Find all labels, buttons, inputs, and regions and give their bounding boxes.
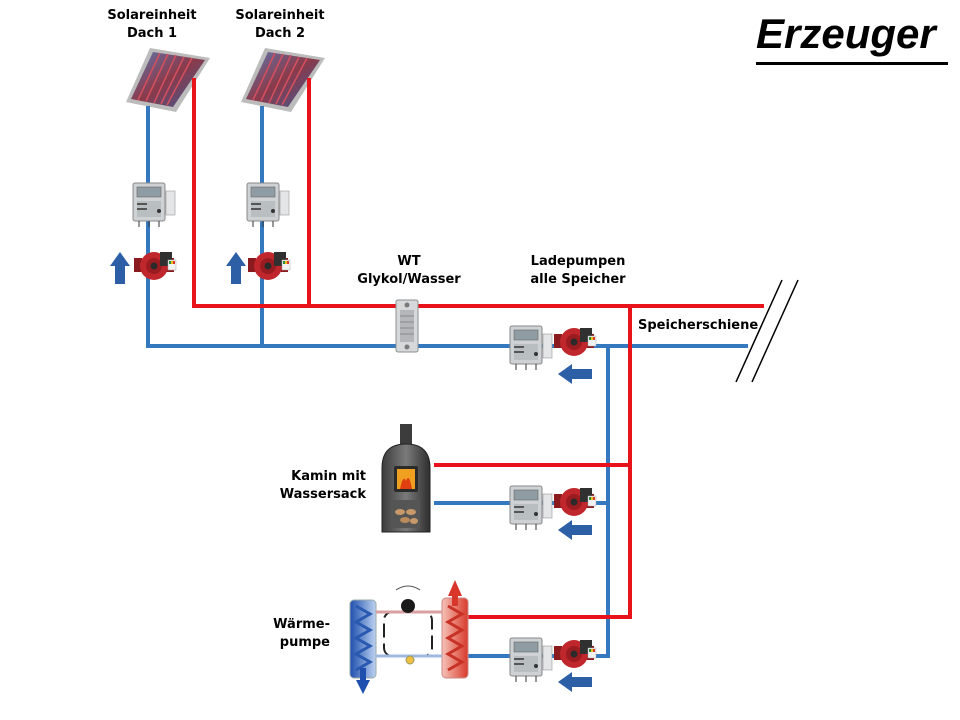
solar-collector-1: [126, 48, 210, 112]
heat-pump-icon: [349, 580, 469, 694]
flow-arrow-icon: [110, 252, 130, 284]
stove-label-line1: Kamin mit: [291, 469, 366, 484]
stove-label: Kamin mit Wassersack: [262, 468, 366, 504]
heat-exchanger-label-line1: WT: [397, 254, 421, 269]
solar-unit-2-label-line2: Dach 2: [254, 26, 306, 41]
solar-unit-2-label-line1: Solareinheit: [235, 8, 325, 23]
heat-pump-label-line2: pumpe: [279, 635, 330, 650]
solar-unit-1-label: Solareinheit Dach 1: [106, 7, 198, 43]
charging-controller-rail: [509, 325, 553, 371]
solar-collector-2: [241, 48, 325, 112]
charging-controller-stove: [509, 485, 553, 531]
solar-unit-2-label: Solareinheit Dach 2: [234, 7, 326, 43]
solar-pump-2: [247, 251, 291, 281]
solar-unit-1-label-line2: Dach 1: [126, 26, 178, 41]
charging-pump-heatpump: [553, 639, 597, 669]
solar-controller-2: [246, 182, 290, 228]
heat-pump-label-line1: Wärme-: [273, 617, 330, 632]
charging-pump-stove: [553, 487, 597, 517]
heat-exchanger-label-line2: Glykol/Wasser: [357, 272, 461, 287]
charging-pumps-label: Ladepumpen alle Speicher: [522, 253, 634, 289]
title-underline: [756, 62, 948, 65]
hot-pipe-network: [192, 78, 764, 619]
heat-exchanger-label: WT Glykol/Wasser: [354, 253, 464, 289]
flow-arrow-icon: [558, 672, 592, 692]
solar-pump-1: [133, 251, 177, 281]
rail-break-mark: [735, 279, 799, 383]
flow-arrow-icon: [558, 364, 592, 384]
storage-rail-label: Speicherschiene: [638, 318, 759, 333]
charging-pumps-label-line2: alle Speicher: [530, 272, 626, 287]
charging-pump-rail: [553, 327, 597, 357]
heat-pump-label: Wärme- pumpe: [262, 616, 330, 652]
heat-exchanger-icon: [395, 299, 419, 353]
flow-arrow-icon: [558, 520, 592, 540]
stove-label-line2: Wassersack: [279, 487, 366, 502]
cold-pipe-network: [146, 106, 748, 658]
charging-pumps-label-line1: Ladepumpen: [530, 254, 626, 269]
flow-arrow-icon: [226, 252, 246, 284]
page-title: Erzeuger: [756, 10, 936, 57]
charging-controller-heatpump: [509, 637, 553, 683]
solar-controller-1: [132, 182, 176, 228]
stove-icon: [381, 424, 431, 533]
solar-unit-1-label-line1: Solareinheit: [107, 8, 197, 23]
